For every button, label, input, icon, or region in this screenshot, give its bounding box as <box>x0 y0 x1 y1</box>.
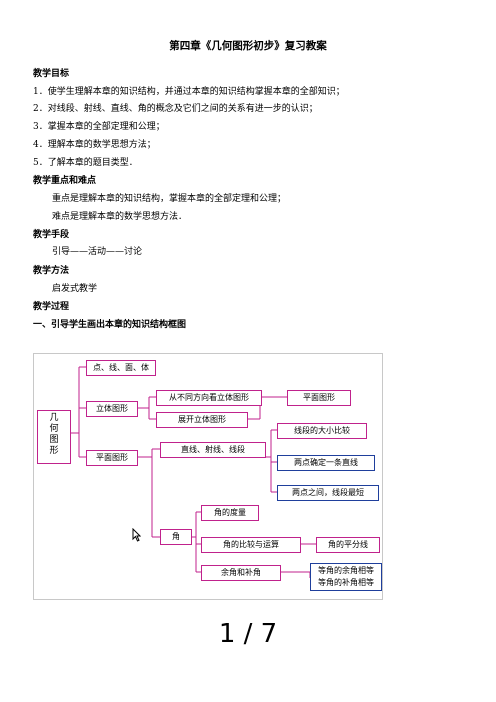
node-equal-angle-facts: 等角的余角相等 等角的补角相等 <box>310 563 382 591</box>
goal-1: 1．使学生理解本章的知识结构，并通过本章的知识结构掌握本章的全部知识； <box>33 87 345 97</box>
arrow-cursor-icon <box>132 527 142 546</box>
node-angle-comparison-operation: 角的比较与运算 <box>201 537 301 553</box>
node-two-points-determine-line: 两点确定一条直线 <box>277 455 375 471</box>
node-plane-figure-leaf: 平面图形 <box>287 390 351 406</box>
focus-key-point: 重点是理解本章的知识结构，掌握本章的全部定理和公理； <box>52 194 287 204</box>
process-heading: 教学过程 <box>33 302 70 312</box>
node-angle-bisector: 角的平分线 <box>316 537 380 553</box>
goal-3: 3．掌握本章的全部定理和公理； <box>33 122 165 132</box>
node-angle-measure: 角的度量 <box>201 505 259 521</box>
page-number: 1 / 7 <box>218 619 278 649</box>
node-solid-figure: 立体图形 <box>86 401 138 417</box>
node-complementary-supplementary: 余角和补角 <box>201 565 281 581</box>
node-plane-figure: 平面图形 <box>86 450 138 466</box>
step1-heading: 一、引导学生画出本章的知识结构框图 <box>33 320 187 330</box>
node-shortest-segment: 两点之间，线段最短 <box>277 485 379 501</box>
diagram-connectors <box>33 353 383 600</box>
node-angle: 角 <box>160 529 192 545</box>
node-unfold-solid: 展开立体图形 <box>156 412 248 428</box>
fact-supplements-equal: 等角的补角相等 <box>318 578 374 587</box>
root-node-geometric-figures: 几何图形 <box>37 410 71 464</box>
method-text: 启发式教学 <box>52 284 98 294</box>
node-view-from-directions: 从不同方向看立体图形 <box>156 390 262 406</box>
goal-5: 5．了解本章的题目类型． <box>33 158 138 168</box>
node-point-line-surface-solid: 点、线、面、体 <box>86 360 156 376</box>
goal-4: 4．理解本章的数学思想方法； <box>33 140 156 150</box>
node-compare-segment-length: 线段的大小比较 <box>277 423 367 439</box>
goal-2: 2．对线段、射线、直线、角的概念及它们之间的关系有进一步的认识； <box>33 104 318 114</box>
document-title: 第四章《几何图形初步》复习教案 <box>169 40 327 52</box>
method-heading: 教学方法 <box>33 266 70 276</box>
means-heading: 教学手段 <box>33 230 70 240</box>
root-node-label: 几何图形 <box>49 413 59 456</box>
fact-complements-equal: 等角的余角相等 <box>318 566 374 575</box>
goals-heading: 教学目标 <box>33 69 70 79</box>
node-line-ray-segment: 直线、射线、线段 <box>160 442 266 458</box>
knowledge-structure-diagram: 几何图形 点、线、面、体 立体图形 平面图形 从不同方向看立体图形 展开立体图形… <box>33 353 383 600</box>
focus-difficulty: 难点是理解本章的数学思想方法． <box>52 212 188 222</box>
means-text: 引导——活动——讨论 <box>52 247 143 257</box>
focus-heading: 教学重点和难点 <box>33 176 97 186</box>
